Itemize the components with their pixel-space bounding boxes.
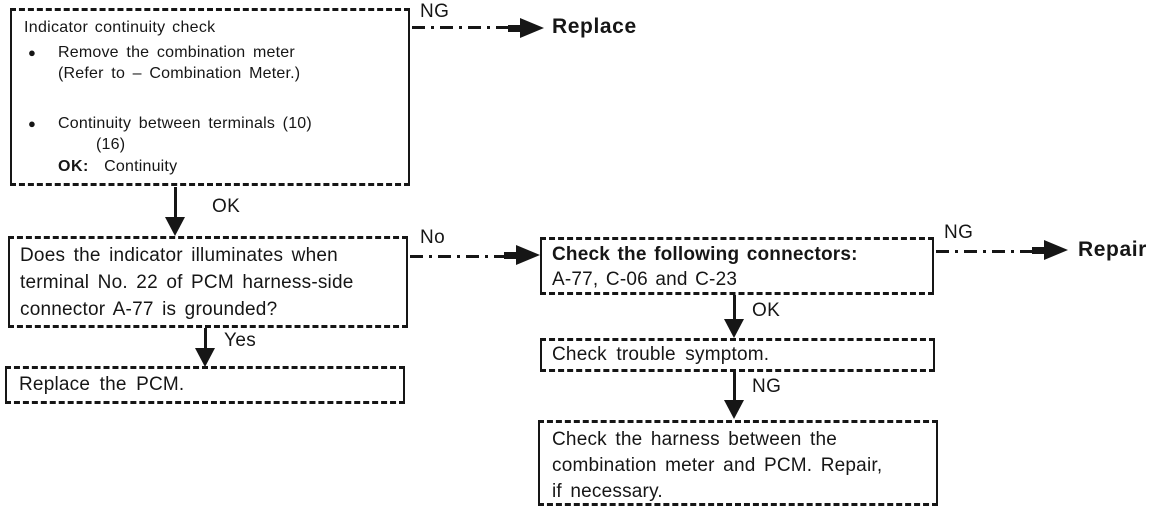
- replace-result: Replace: [552, 15, 637, 38]
- harness-line: Check the harness between the: [552, 429, 838, 450]
- bullet-item-continuity: ● Continuity between terminals (10) (16)…: [28, 113, 400, 178]
- harness-line: if necessary.: [552, 481, 663, 503]
- harness-line: combination meter and PCM. Repair,: [552, 455, 883, 477]
- right-arrow-icon: [1032, 240, 1068, 260]
- connectors-list: A-77, C-06 and C-23: [552, 268, 738, 290]
- bullet-icon: ●: [28, 115, 37, 131]
- repair-result: Repair: [1078, 238, 1147, 261]
- arrow-head: [516, 245, 540, 265]
- check-harness-box: Check the harness between the combinatio…: [538, 420, 938, 506]
- box-title: Check the following connectors:: [552, 244, 858, 265]
- arrow-head: [1044, 240, 1068, 260]
- bullet-line: Continuity between terminals (10): [58, 114, 312, 132]
- bullet-item-remove-meter: ● Remove the combination meter (Refer to…: [28, 42, 400, 85]
- ok-arrow-stem: [174, 187, 177, 219]
- ok-label-first: OK: [212, 196, 241, 217]
- bullet-text: Remove the combination meter (Refer to –…: [58, 42, 400, 85]
- box-text: Replace the PCM.: [19, 374, 185, 395]
- arrow-head: [520, 18, 544, 38]
- down-arrow-icon: [165, 217, 185, 236]
- connector-line-no: [410, 255, 506, 258]
- ok-key: OK:: [58, 157, 89, 175]
- ng-label-connectors: NG: [944, 222, 974, 243]
- right-arrow-icon: [504, 245, 540, 265]
- arrow-tail: [1032, 246, 1044, 254]
- arrow-tail: [508, 24, 520, 32]
- right-arrow-icon: [508, 18, 544, 38]
- ok-condition: OK: Continuity: [58, 156, 400, 178]
- question-line: terminal No. 22 of PCM harness-side: [20, 271, 354, 293]
- down-arrow-icon: [724, 400, 744, 419]
- indicator-continuity-check-box: Indicator continuity check ● Remove the …: [10, 8, 410, 186]
- connector-line-ng-connectors: [936, 250, 1034, 253]
- replace-pcm-box: Replace the PCM.: [5, 366, 405, 404]
- yes-label: Yes: [224, 330, 257, 351]
- ok-value: Continuity: [104, 157, 178, 175]
- bullet-line: (16): [96, 136, 126, 154]
- bullet-text: Continuity between terminals (10) (16) O…: [58, 113, 400, 178]
- bullet-line: (Refer to – Combination Meter.): [58, 65, 301, 83]
- question-line: Does the indicator illuminates when: [20, 245, 338, 266]
- bullet-icon: ●: [28, 44, 37, 60]
- spacer: [20, 85, 400, 113]
- ng-label-top: NG: [420, 1, 450, 22]
- ok-label-connectors: OK: [752, 300, 781, 321]
- down-arrow-icon: [195, 348, 215, 367]
- question-line: connector A-77 is grounded?: [20, 298, 278, 320]
- yes-arrow-stem: [204, 328, 207, 352]
- bullet-line: Remove the combination meter: [58, 43, 295, 61]
- down-arrow-icon: [724, 319, 744, 338]
- indicator-illuminate-question-box: Does the indicator illuminates when term…: [8, 236, 408, 328]
- ng-arrow-stem: [733, 372, 736, 402]
- box-title: Indicator continuity check: [24, 19, 216, 36]
- check-trouble-symptom-box: Check trouble symptom.: [540, 338, 935, 372]
- connector-line-ng-top: [412, 26, 508, 29]
- ng-label-symptom: NG: [752, 376, 782, 397]
- check-connectors-box: Check the following connectors: A-77, C-…: [540, 237, 934, 295]
- no-label: No: [420, 227, 446, 248]
- ok-arrow-stem: [733, 295, 736, 323]
- arrow-tail: [504, 251, 516, 259]
- box-text: Check trouble symptom.: [552, 344, 770, 365]
